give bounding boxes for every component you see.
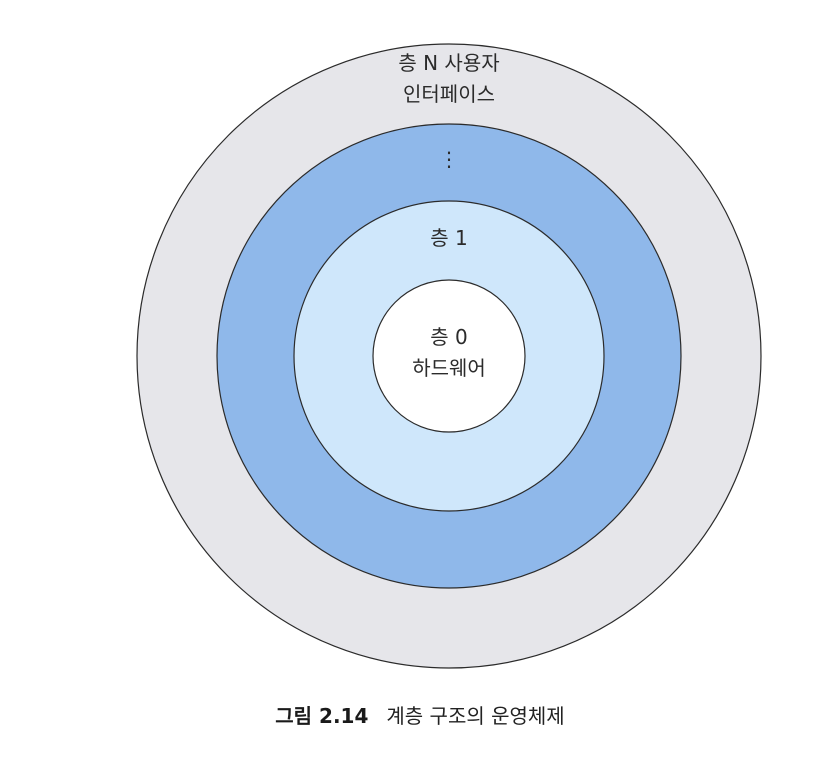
layer-ellipsis: ⋮ <box>439 147 459 171</box>
caption-figure-number: 그림 2.14 <box>275 704 369 728</box>
figure-caption: 그림 2.14 계층 구조의 운영체제 <box>0 700 840 729</box>
caption-text: 계층 구조의 운영체제 <box>386 704 565 728</box>
layer-n-label-line2: 인터페이스 <box>403 82 495 106</box>
layer-1-label: 층 1 <box>430 226 467 250</box>
layer-n-label-line1: 층 N 사용자 <box>398 51 499 75</box>
layer-0-label-line1: 층 0 <box>430 325 467 349</box>
ring-layer-0 <box>372 279 526 433</box>
layer-0-label-line2: 하드웨어 <box>412 356 486 380</box>
